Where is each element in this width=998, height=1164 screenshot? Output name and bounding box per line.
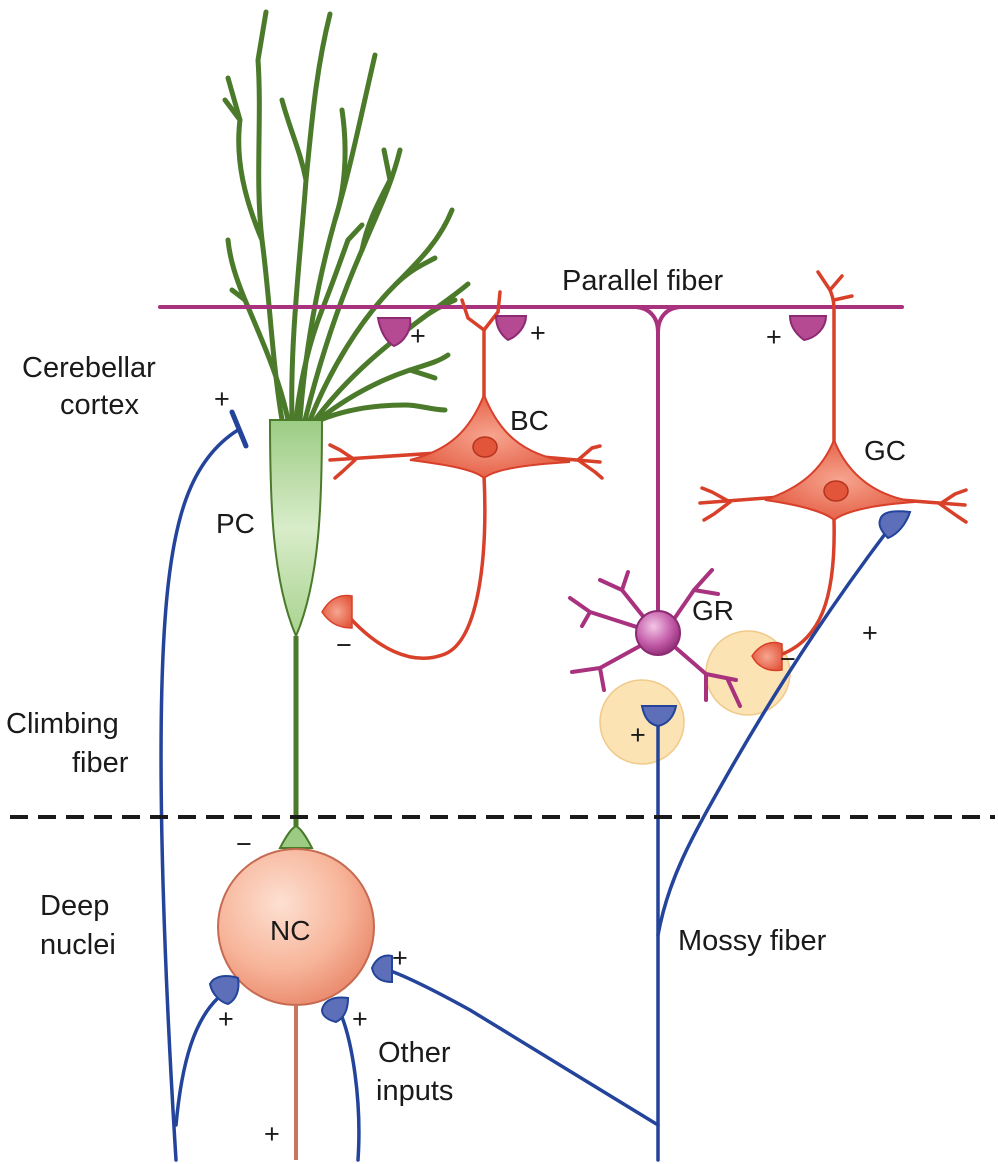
mossy-fiber-label: Mossy fiber bbox=[678, 925, 827, 957]
pf-golgi-terminal bbox=[788, 315, 828, 342]
basket-cell-label: BC bbox=[510, 405, 549, 436]
other-inputs-label-line2: inputs bbox=[376, 1075, 453, 1107]
purkinje-cell bbox=[268, 419, 324, 849]
purkinje-dendrites bbox=[222, 9, 471, 423]
plus-sign: + bbox=[218, 1004, 234, 1034]
other-input-terminal bbox=[320, 996, 350, 1024]
other-inputs-fibers bbox=[338, 1010, 361, 1162]
basket-cell-terminal bbox=[321, 594, 353, 629]
mossy-granule-terminal bbox=[640, 705, 678, 728]
golgi-cell bbox=[698, 270, 968, 672]
mossy-granule-synapse-highlight bbox=[599, 679, 685, 765]
minus-sign: − bbox=[236, 829, 252, 859]
nucleus-input-terminals bbox=[208, 975, 350, 1024]
basket-cell bbox=[321, 290, 604, 660]
plus-sign: + bbox=[410, 321, 426, 351]
plus-sign: + bbox=[352, 1004, 368, 1034]
nuclear-cell-label: NC bbox=[270, 915, 310, 946]
mossy-nucleus-terminal bbox=[370, 954, 393, 984]
nuclear-cell bbox=[217, 848, 375, 1160]
plus-sign: + bbox=[530, 318, 546, 348]
minus-sign: − bbox=[780, 644, 796, 674]
plus-sign: + bbox=[214, 384, 230, 414]
mossy-fiber-terminals bbox=[370, 510, 912, 984]
plus-sign: + bbox=[264, 1119, 280, 1149]
parallel-fiber-terminals bbox=[376, 315, 828, 348]
cerebellar-cortex-label-line1: Cerebellar bbox=[22, 352, 156, 384]
plus-sign: + bbox=[392, 943, 408, 973]
golgi-cell-terminal bbox=[751, 641, 783, 672]
purkinje-terminal bbox=[278, 824, 314, 849]
climbing-collateral-terminal bbox=[208, 975, 240, 1006]
cerebellar-cortex-label-line2: cortex bbox=[60, 389, 139, 421]
parallel-fiber-label: Parallel fiber bbox=[562, 265, 724, 297]
granule-cell-label: GR bbox=[692, 595, 734, 626]
purkinje-cell-label: PC bbox=[216, 508, 255, 539]
parallel-fiber bbox=[158, 305, 904, 612]
climbing-fiber-label-line1: Climbing bbox=[6, 708, 119, 740]
other-inputs-label-line1: Other bbox=[378, 1037, 451, 1069]
deep-nuclei-label-line2: nuclei bbox=[40, 929, 116, 961]
plus-sign: + bbox=[766, 322, 782, 352]
mossy-fiber bbox=[386, 528, 890, 1162]
minus-sign: − bbox=[336, 630, 352, 660]
deep-nuclei-label-line1: Deep bbox=[40, 890, 109, 922]
climbing-fiber bbox=[159, 409, 249, 1162]
pf-purkinje-terminal bbox=[376, 317, 412, 348]
mossy-golgi-terminal bbox=[878, 510, 912, 540]
plus-sign: + bbox=[630, 720, 646, 750]
plus-sign: + bbox=[862, 618, 878, 648]
climbing-fiber-label-line2: fiber bbox=[72, 747, 129, 779]
golgi-cell-label: GC bbox=[864, 435, 906, 466]
pf-basket-terminal bbox=[494, 315, 528, 342]
granule-cell bbox=[568, 568, 742, 708]
